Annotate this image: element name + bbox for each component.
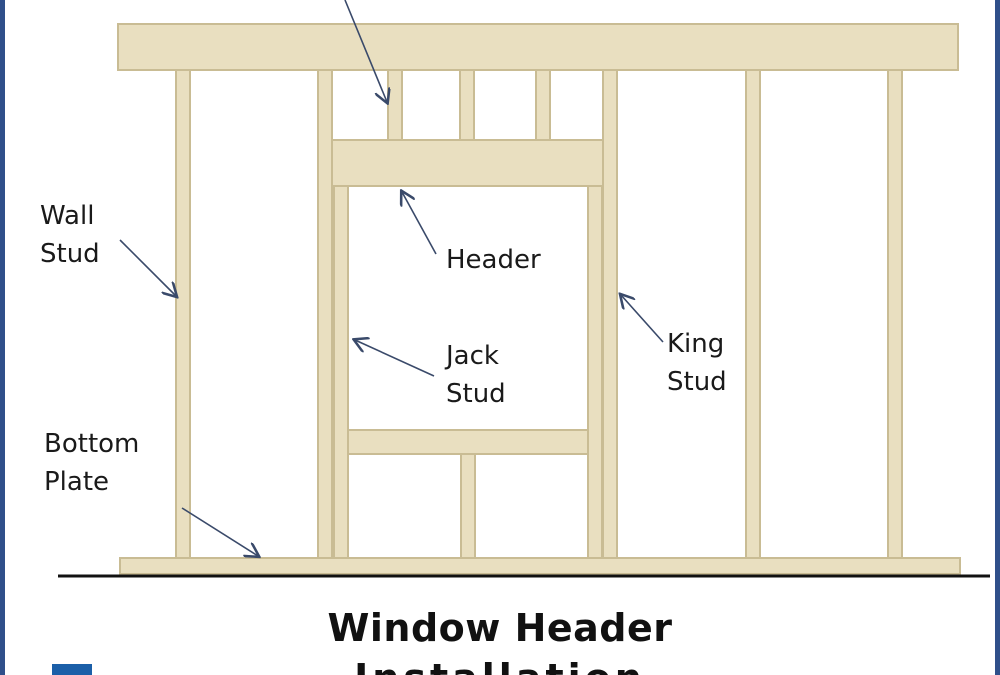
cripple-stud: [387, 69, 403, 141]
king-stud: [602, 69, 618, 559]
cripple-arrow: [344, 0, 387, 102]
window-sill: [347, 429, 589, 455]
bottom-plate: [119, 557, 961, 575]
wall-stud: [887, 69, 903, 559]
king-stud: [317, 69, 333, 559]
jack-stud-arrow: [355, 340, 435, 377]
right-border: [995, 0, 1000, 675]
left-border: [0, 0, 5, 675]
king-stud-label: King Stud: [667, 329, 727, 397]
jack-stud: [333, 185, 349, 559]
wall-stud: [745, 69, 761, 559]
king-stud-arrow: [621, 295, 664, 343]
brand-logo-icon: [52, 664, 92, 675]
header-arrow: [402, 192, 437, 255]
wall-stud: [175, 69, 191, 559]
caption-subtitle: Installation: [0, 656, 1000, 675]
header-beam: [331, 139, 604, 187]
jack-stud-label: Jack Stud: [446, 341, 506, 409]
bottom-plate-arrow: [181, 507, 258, 556]
wall-stud-arrow: [119, 239, 176, 296]
wall-stud-label: Wall Stud: [40, 201, 100, 269]
cripple-stud: [535, 69, 551, 141]
cripple-stud-lower: [460, 453, 476, 559]
top-plate: [117, 23, 959, 71]
header-label: Header: [446, 245, 541, 275]
cripple-stud: [459, 69, 475, 141]
jack-stud: [587, 185, 603, 559]
bottom-plate-label: Bottom Plate: [44, 429, 140, 497]
caption-title: Window Header: [327, 606, 673, 650]
